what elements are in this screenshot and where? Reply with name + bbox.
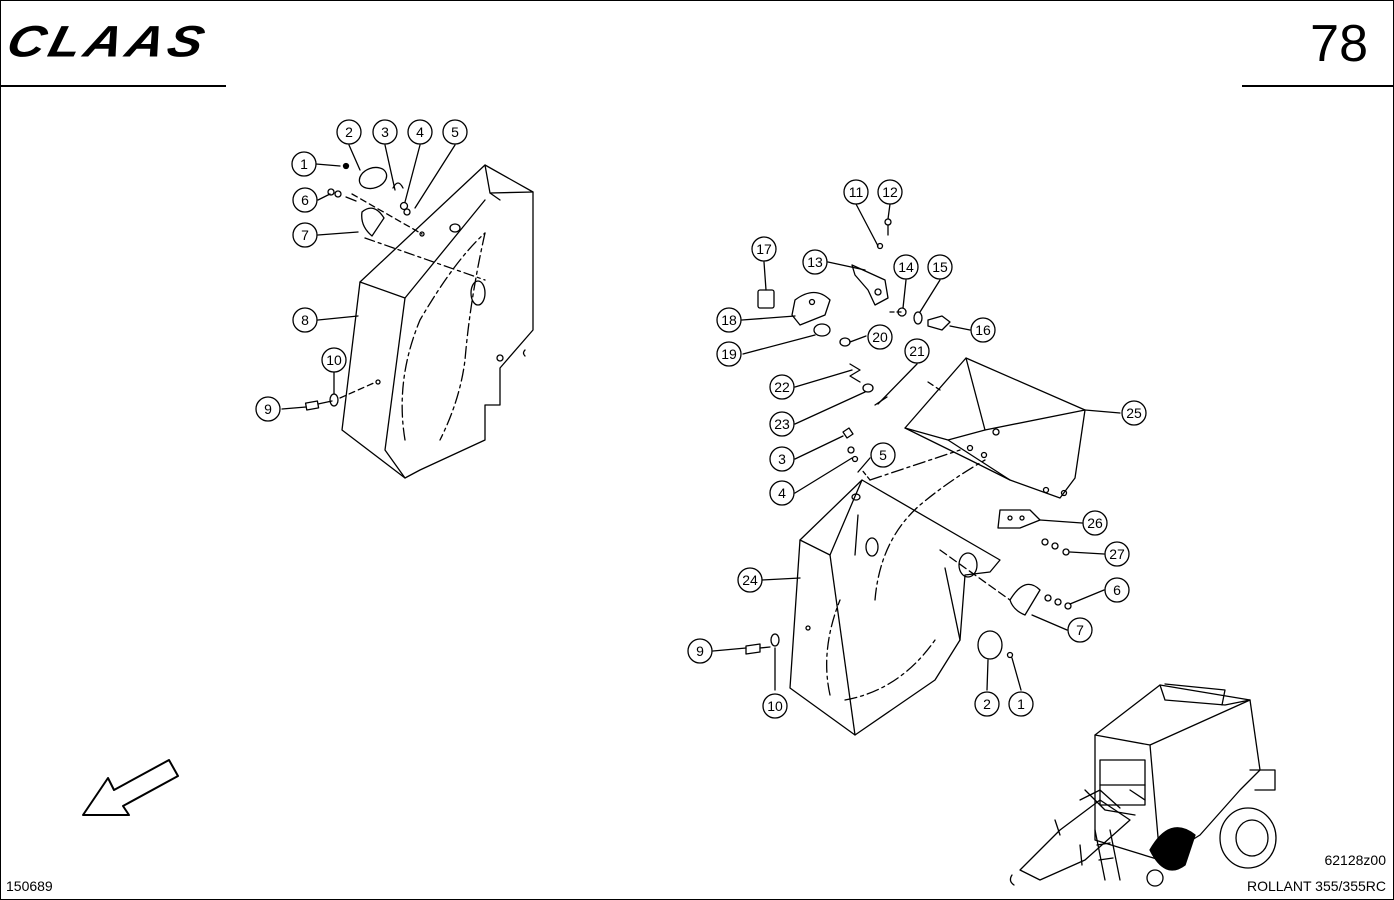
callout-label: 12 — [882, 184, 898, 200]
callout-label: 19 — [721, 346, 737, 362]
callout-label: 5 — [451, 124, 459, 140]
right-callout-26: 26 — [1082, 510, 1108, 536]
right-callout-18: 18 — [716, 307, 742, 333]
left-callout-8: 8 — [292, 307, 318, 333]
right-callout-5: 5 — [870, 442, 896, 468]
left-callout-10: 10 — [321, 347, 347, 373]
callout-label: 20 — [872, 329, 888, 345]
arrow-down-left-icon — [82, 759, 179, 816]
callout-label: 24 — [742, 572, 758, 588]
callout-label: 8 — [301, 312, 309, 328]
model-name: ROLLANT 355/355RC — [1246, 878, 1386, 894]
callout-label: 7 — [301, 227, 309, 243]
right-callout-19: 19 — [716, 341, 742, 367]
callout-label: 17 — [756, 241, 772, 257]
page-number: 78 — [1310, 15, 1368, 73]
left-callout-5: 5 — [442, 119, 468, 145]
left-callout-3: 3 — [372, 119, 398, 145]
callout-label: 5 — [879, 447, 887, 463]
hardware-left — [281, 144, 456, 411]
callout-label: 9 — [696, 643, 704, 659]
callout-label: 14 — [898, 259, 914, 275]
left-callout-4: 4 — [407, 119, 433, 145]
right-callout-4: 4 — [769, 480, 795, 506]
callout-label: 6 — [1113, 582, 1121, 598]
right-callout-17: 17 — [751, 236, 777, 262]
drawing-code: 62128z00 — [1324, 852, 1386, 868]
cover-left — [341, 164, 534, 479]
right-callout-20: 20 — [867, 324, 893, 350]
right-callout-21: 21 — [904, 338, 930, 364]
left-callout-1: 1 — [291, 151, 317, 177]
callout-label: 9 — [264, 401, 272, 417]
callout-label: 22 — [774, 379, 790, 395]
right-callout-7: 7 — [1067, 617, 1093, 643]
right-callout-23: 23 — [769, 411, 795, 437]
right-callout-3: 3 — [769, 446, 795, 472]
right-callout-9: 9 — [687, 638, 713, 664]
callout-label: 3 — [778, 451, 786, 467]
right-callout-10: 10 — [762, 693, 788, 719]
left-callout-9: 9 — [255, 396, 281, 422]
left-callout-7: 7 — [292, 222, 318, 248]
callout-label: 27 — [1109, 546, 1125, 562]
right-callout-25: 25 — [1121, 400, 1147, 426]
right-callout-2: 2 — [974, 691, 1000, 717]
right-callout-1: 1 — [1008, 691, 1034, 717]
callout-label: 6 — [301, 192, 309, 208]
cover-right-lower — [789, 449, 1011, 736]
callout-label: 26 — [1087, 515, 1103, 531]
document-id: 150689 — [6, 878, 53, 894]
callout-label: 15 — [932, 259, 948, 275]
callout-label: 25 — [1126, 405, 1142, 421]
left-callout-2: 2 — [336, 119, 362, 145]
right-callout-16: 16 — [970, 317, 996, 343]
callout-label: 23 — [774, 416, 790, 432]
right-callout-11: 11 — [843, 179, 869, 205]
right-callout-6: 6 — [1104, 577, 1130, 603]
callout-label: 13 — [807, 254, 823, 270]
callout-label: 4 — [416, 124, 424, 140]
left-callout-6: 6 — [292, 187, 318, 213]
callout-label: 1 — [300, 156, 308, 172]
right-callout-27: 27 — [1104, 541, 1130, 567]
callout-label: 4 — [778, 485, 786, 501]
callout-label: 2 — [345, 124, 353, 140]
right-callout-12: 12 — [877, 179, 903, 205]
callout-label: 16 — [975, 322, 991, 338]
callout-label: 2 — [983, 696, 991, 712]
hardware-right — [712, 203, 1121, 691]
header-rule-left — [0, 85, 226, 87]
right-callout-24: 24 — [737, 567, 763, 593]
header-rule-right — [1242, 85, 1394, 87]
right-callout-22: 22 — [769, 374, 795, 400]
callout-label: 10 — [326, 352, 342, 368]
cover-right-upper — [904, 357, 1086, 499]
right-callout-14: 14 — [893, 254, 919, 280]
callout-label: 18 — [721, 312, 737, 328]
right-callout-13: 13 — [802, 249, 828, 275]
right-callout-15: 15 — [927, 254, 953, 280]
callout-label: 11 — [849, 184, 864, 200]
callout-label: 21 — [909, 343, 925, 359]
baler-machine-icon — [1009, 683, 1277, 887]
callout-label: 3 — [381, 124, 389, 140]
callout-label: 7 — [1076, 622, 1084, 638]
callout-label: 10 — [767, 698, 783, 714]
callout-label: 1 — [1017, 696, 1025, 712]
